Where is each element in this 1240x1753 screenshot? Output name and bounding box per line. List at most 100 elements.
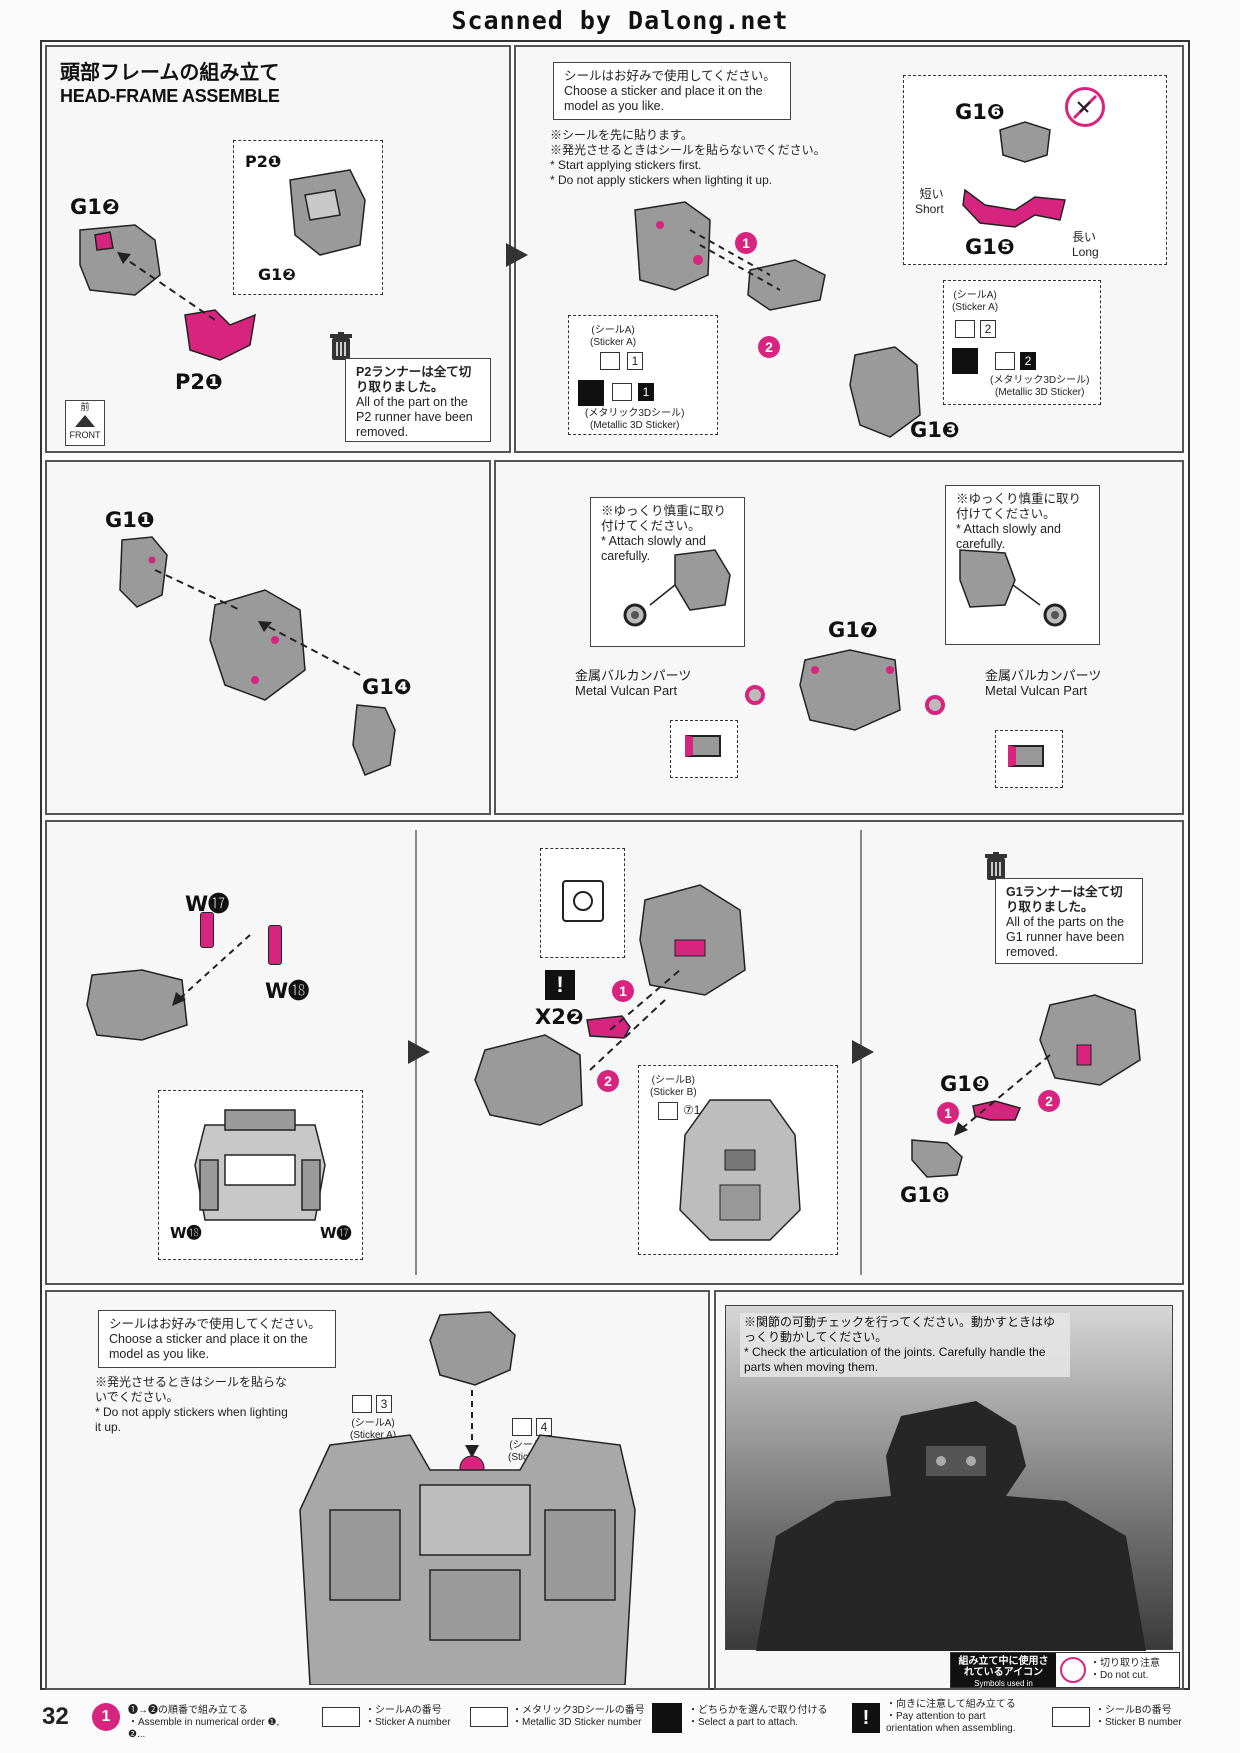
sticker-note-jp: シールはお好みで使用してください。 (564, 69, 776, 83)
metallic-en-left: (Metallic 3D Sticker) (589, 420, 680, 431)
joint-note-en: * Check the articulation of the joints. … (744, 1345, 1046, 1374)
light-note-jp: ※発光させるときはシールを貼らないでください。 (550, 143, 826, 157)
step-number-2-s5: 2 (597, 1070, 619, 1092)
legend-select-jp: ・どちらかを選んで取り付ける (688, 1705, 828, 1716)
part-p2-1-diagram (184, 309, 256, 361)
front-label-en: FRONT (69, 430, 101, 440)
part-label-g1-5: G1❺ (965, 235, 1015, 259)
sticker-b-legend: ・シールBの番号 ・Sticker B number (1095, 1705, 1182, 1729)
part-label-g1-2-small: G1❷ (258, 265, 296, 284)
vulcan-ring-right-icon (925, 695, 945, 715)
inset-g1-5-g1-6 (903, 75, 1167, 265)
attention-legend-icon: ! (852, 1703, 880, 1733)
vulcan-en-left: Metal Vulcan Part (575, 683, 678, 698)
light-note-en-s5: * Do not apply stickers when lighting it… (95, 1405, 288, 1434)
orient-legend: ・向きに注意して組み立てる ・Pay attention to part ori… (886, 1699, 1031, 1735)
legend-sticker-b-jp: ・シールBの番号 (1095, 1705, 1172, 1716)
vulcan-part-right-icon (1008, 745, 1044, 767)
head-frame-assembly-diagram (634, 201, 826, 311)
part-g1-9-diagram (972, 1100, 1022, 1121)
long-en: Long (1072, 245, 1099, 259)
part-label-g1-1: G1❶ (105, 508, 155, 532)
x2-part-icon (562, 880, 604, 922)
section-title-jp: 頭部フレームの組み立て (60, 62, 280, 84)
order-jp: ❶→❷の順番で組み立てる (128, 1705, 248, 1716)
trash-icon (330, 332, 352, 362)
start-note-en: * Start applying stickers first. (550, 158, 702, 172)
select-icon-right (952, 348, 978, 374)
head-assembly-step6-diagram (1039, 994, 1141, 1086)
light-note-en: * Do not apply stickers when lighting it… (550, 173, 773, 187)
symbols-jp: 組み立て中に使用されているアイコン (958, 1656, 1049, 1678)
sticker-a-legend-icon (322, 1707, 360, 1727)
cut-en: ・Do not cut. (1090, 1670, 1149, 1681)
order-legend: ❶→❷の順番で組み立てる ・Assemble in numerical orde… (128, 1705, 288, 1741)
x2-part-hole-icon (573, 891, 593, 911)
part-label-g1-3: G1❸ (910, 418, 960, 442)
assembly-dashed-arrow (117, 252, 216, 321)
sticker-4-icon (512, 1418, 532, 1436)
assembly-dashed-lines-s3 (154, 569, 361, 676)
part-label-g1-7: G1❼ (828, 618, 878, 642)
part-label-g1-4: G1❹ (362, 675, 412, 699)
vulcan-detail-right-diagram (959, 549, 1067, 627)
part-label-g1-2: G1❷ (70, 195, 120, 219)
part-g1-5-diagram (962, 188, 1066, 228)
sticker-a-legend: ・シールAの番号 ・Sticker A number (365, 1705, 451, 1729)
part-label-w18: W⓲ (265, 979, 310, 1003)
short-en: Short (915, 202, 944, 216)
start-note-jp: ※シールを先に貼ります。 (550, 128, 693, 142)
sticker-b-icon (658, 1102, 678, 1120)
w-parts-detail-diagram (194, 1109, 326, 1221)
sticker-a-label-left: (シールA) (Sticker A) (590, 325, 636, 349)
part-g1-2-diagram (79, 224, 161, 296)
legend-sticker-b-en: ・Sticker B number (1095, 1717, 1182, 1728)
sticker-a-number-left: 1 (627, 352, 643, 370)
sticker-a-icon-left (600, 352, 620, 370)
part-label-w17-small: W⓱ (320, 1224, 352, 1242)
vulcan-label-right: 金属バルカンパーツ Metal Vulcan Part (985, 668, 1101, 698)
metallic-number-left: 1 (638, 383, 654, 401)
sticker-a-jp-3: (シールA) (351, 1418, 395, 1429)
sticker-note-en: Choose a sticker and place it on the mod… (564, 84, 763, 113)
runner-note-jp: P2ランナーは全て切り取りました。 (356, 365, 472, 394)
symbols-en: Symbols used in instructions (974, 1679, 1033, 1699)
part-p2-g1-detail-diagram (289, 169, 366, 256)
runner-g1-note-en: All of the parts on the G1 runner have b… (1006, 915, 1125, 959)
sticker-choice-note: シールはお好みで使用してください。 Choose a sticker and p… (553, 62, 791, 120)
part-g1-8-diagram (911, 1139, 963, 1178)
part-w-frame-diagram (86, 969, 188, 1041)
legend-orient-en: ・Pay attention to part orientation when … (886, 1711, 1016, 1734)
vulcan-en-right: Metal Vulcan Part (985, 683, 1088, 698)
assembly-dashed-line-w (172, 934, 251, 1006)
part-g1-1-diagram (119, 536, 168, 608)
vulcan-jp-right: 金属バルカンパーツ (985, 668, 1102, 683)
part-label-w18-small: W⓲ (170, 1224, 202, 1242)
vulcan-part-left-icon (685, 735, 721, 757)
select-icon-left (578, 380, 604, 406)
metallic-legend: ・メタリック3Dシールの番号 ・Metallic 3D Sticker numb… (512, 1705, 645, 1729)
part-label-g1-6: G1❻ (955, 100, 1005, 124)
step-number-2: 2 (758, 336, 780, 358)
sticker-b-label: (シールB) (Sticker B) (650, 1075, 697, 1099)
sticker-choice-note-s5: シールはお好みで使用してください。 Choose a sticker and p… (98, 1310, 336, 1368)
part-g1-4-diagram (352, 704, 396, 776)
legend-sticker-a-en: ・Sticker A number (365, 1717, 451, 1728)
sticker-a-jp-left: (シールA) (591, 325, 635, 336)
step-number-2-s6: 2 (1038, 1090, 1060, 1112)
runner-removed-note-g1: G1ランナーは全て切り取りました。 All of the parts on th… (995, 878, 1143, 964)
step-arrow-4 (852, 1040, 874, 1064)
part-label-x2-2: X2❷ (535, 1005, 584, 1029)
metallic-en-right: (Metallic 3D Sticker) (994, 387, 1085, 398)
legend-metallic-jp: ・メタリック3Dシールの番号 (512, 1705, 645, 1716)
sticker-a-en-right: (Sticker A) (952, 302, 999, 313)
sticker-a-label-right: (シールA) (Sticker A) (952, 290, 998, 314)
part-w18-icon (268, 925, 282, 965)
sticker-a-en-left: (Sticker A) (590, 337, 637, 348)
attention-icon: ! (545, 970, 575, 1000)
select-legend: ・どちらかを選んで取り付ける ・Select a part to attach. (688, 1705, 828, 1729)
sticker-box-right (943, 280, 1101, 405)
step-number-1: 1 (735, 232, 757, 254)
part-g1-7-diagram (799, 649, 901, 731)
attach-note-en-left: * Attach slowly and carefully. (601, 534, 706, 563)
